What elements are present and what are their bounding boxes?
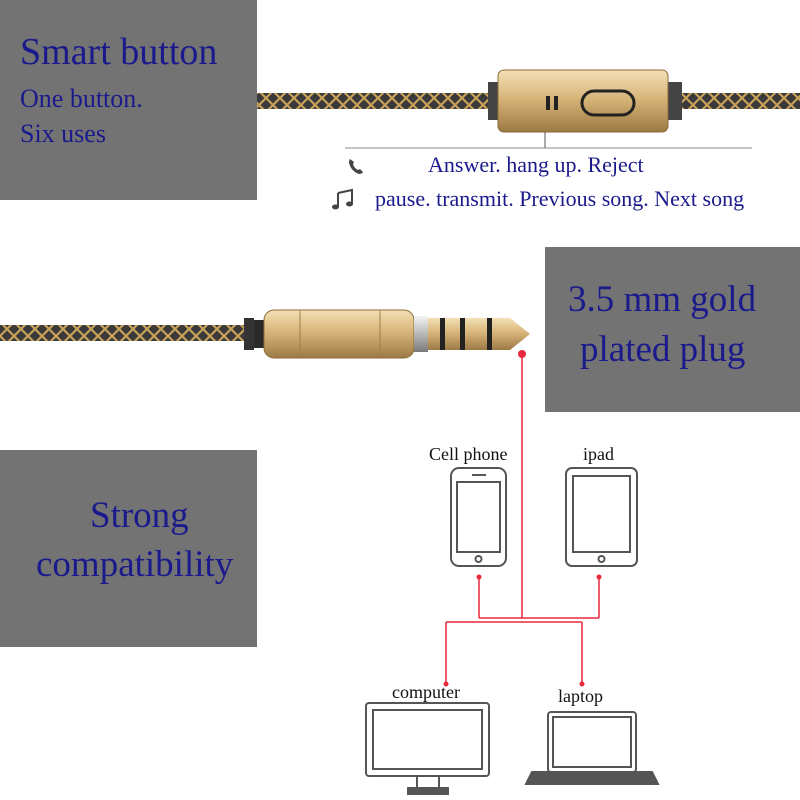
ipad-icon <box>565 467 638 567</box>
computer-label: computer <box>392 682 460 702</box>
smart-button-title: Smart button <box>20 31 218 73</box>
audio-plug <box>0 309 530 359</box>
smart-button-panel <box>0 0 257 200</box>
cell-phone-label: Cell phone <box>429 444 508 464</box>
compatibility-panel <box>0 450 257 647</box>
plug-title-line1: 3.5 mm gold <box>568 279 757 320</box>
ipad-label: ipad <box>583 444 614 464</box>
music-functions-text: pause. transmit. Previous song. Next son… <box>375 186 745 211</box>
laptop-icon <box>524 711 660 785</box>
smart-button-line1: One button. <box>20 84 143 113</box>
plug-title-line2: plated plug <box>580 329 746 370</box>
smart-button-line2: Six uses <box>20 119 106 148</box>
phone-icon <box>349 159 363 174</box>
laptop-label: laptop <box>558 686 603 706</box>
smart-button-cable <box>257 69 800 149</box>
music-note-icon <box>332 188 353 210</box>
computer-icon <box>365 702 490 795</box>
plug-panel <box>545 247 800 412</box>
connection-lines <box>443 350 602 687</box>
cell-phone-icon <box>450 467 507 567</box>
compatibility-line1: Strong <box>90 495 189 536</box>
call-functions-text: Answer. hang up. Reject <box>428 152 644 177</box>
compatibility-line2: compatibility <box>36 544 234 585</box>
